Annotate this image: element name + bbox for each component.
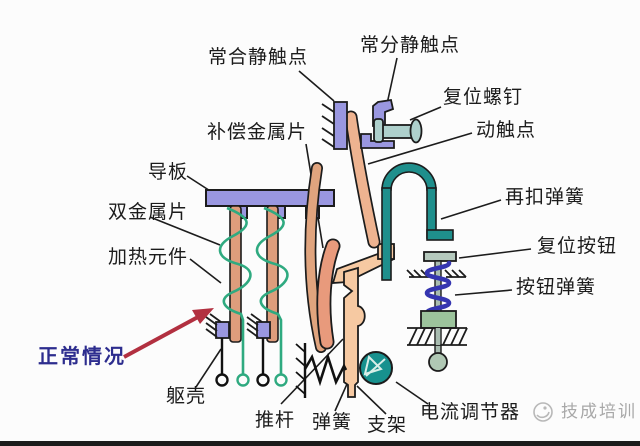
- label-moving-contact-prefix: 动: [476, 120, 497, 141]
- label-reset-button: 复位按钮: [537, 236, 618, 257]
- leader-normally-open-contact: [386, 57, 398, 105]
- zigzag-spring-assembly: [295, 343, 348, 398]
- leader-normally-closed-contact: [298, 70, 335, 102]
- button-guide-block: [420, 310, 457, 329]
- label-normally-closed-contact: 常合静触点: [208, 47, 309, 68]
- leader-bimetal-strip: [149, 216, 221, 246]
- reset-button-assembly: [406, 251, 468, 372]
- label-housing: 躯壳: [166, 386, 207, 407]
- normal-condition-arrow: [123, 308, 214, 359]
- pole-terminal-right: [256, 373, 270, 387]
- heater-coil-left: [218, 206, 252, 374]
- label-normal-condition: 正常情况: [38, 346, 126, 368]
- label-current-regulator: 电流调节器: [420, 402, 521, 423]
- normally-open-contact-shape: [360, 98, 423, 149]
- leader-heating-element: [189, 258, 222, 284]
- leader-push-rod: [280, 338, 344, 405]
- housing-anchors: [205, 313, 271, 387]
- reset-button-cap: [423, 251, 457, 262]
- label-heating-element: 加热元件: [108, 247, 189, 268]
- current-regulator-shape: [359, 351, 393, 385]
- heater-terminal-left: [236, 373, 250, 387]
- heating-element-coils: [218, 206, 289, 387]
- leader-current-regulator: [395, 381, 429, 405]
- label-guide-plate: 导板: [148, 162, 189, 183]
- label-button-spring: 按钮弹簧: [516, 277, 597, 298]
- stem-through-band: [435, 328, 441, 345]
- label-bracket: 支架: [367, 415, 408, 436]
- moving-contact-arm: [344, 110, 381, 249]
- label-relatch-spring: 再扣弹簧: [505, 187, 586, 208]
- bimetal-strips-shape: [229, 205, 279, 343]
- heater-coil-right: [255, 206, 289, 374]
- bottom-border-bar: [0, 441, 640, 446]
- leader-reset-button: [458, 248, 532, 259]
- leader-relatch-spring: [440, 199, 502, 220]
- label-reset-screw: 复位螺钉: [443, 87, 524, 108]
- lower-arm-strip: [316, 238, 341, 350]
- button-end-knob: [428, 352, 448, 372]
- button-spring-coil: [424, 260, 452, 316]
- watermark-logo-icon: [533, 402, 553, 422]
- leader-button-spring: [454, 289, 513, 296]
- label-compensation-strip: 补偿金属片: [207, 122, 308, 143]
- zigzag-spring: [303, 352, 348, 387]
- leader-reset-screw: [409, 106, 442, 121]
- reset-screw-shape: [373, 118, 423, 144]
- relatch-spring-shape: [381, 162, 454, 281]
- watermark-text: 技成培训: [561, 402, 637, 421]
- label-bimetal-strip: 双金属片: [108, 202, 189, 223]
- label-spring: 弹簧: [312, 412, 353, 433]
- label-moving-contact-suffix: 触点: [496, 120, 537, 141]
- label-normally-open-contact: 常分静触点: [360, 35, 461, 56]
- heater-terminal-right: [274, 373, 288, 387]
- label-push-rod: 推杆: [255, 410, 296, 431]
- leader-moving-contact: [367, 132, 473, 165]
- label-moving-contact: 动触点: [476, 120, 537, 142]
- leader-housing: [195, 348, 222, 388]
- push-rod-bar: [343, 266, 366, 398]
- compensation-strip-shape: [304, 162, 327, 353]
- pole-terminal-left: [215, 373, 229, 387]
- normally-closed-contact-shape: [321, 101, 348, 150]
- leader-bracket: [356, 385, 387, 415]
